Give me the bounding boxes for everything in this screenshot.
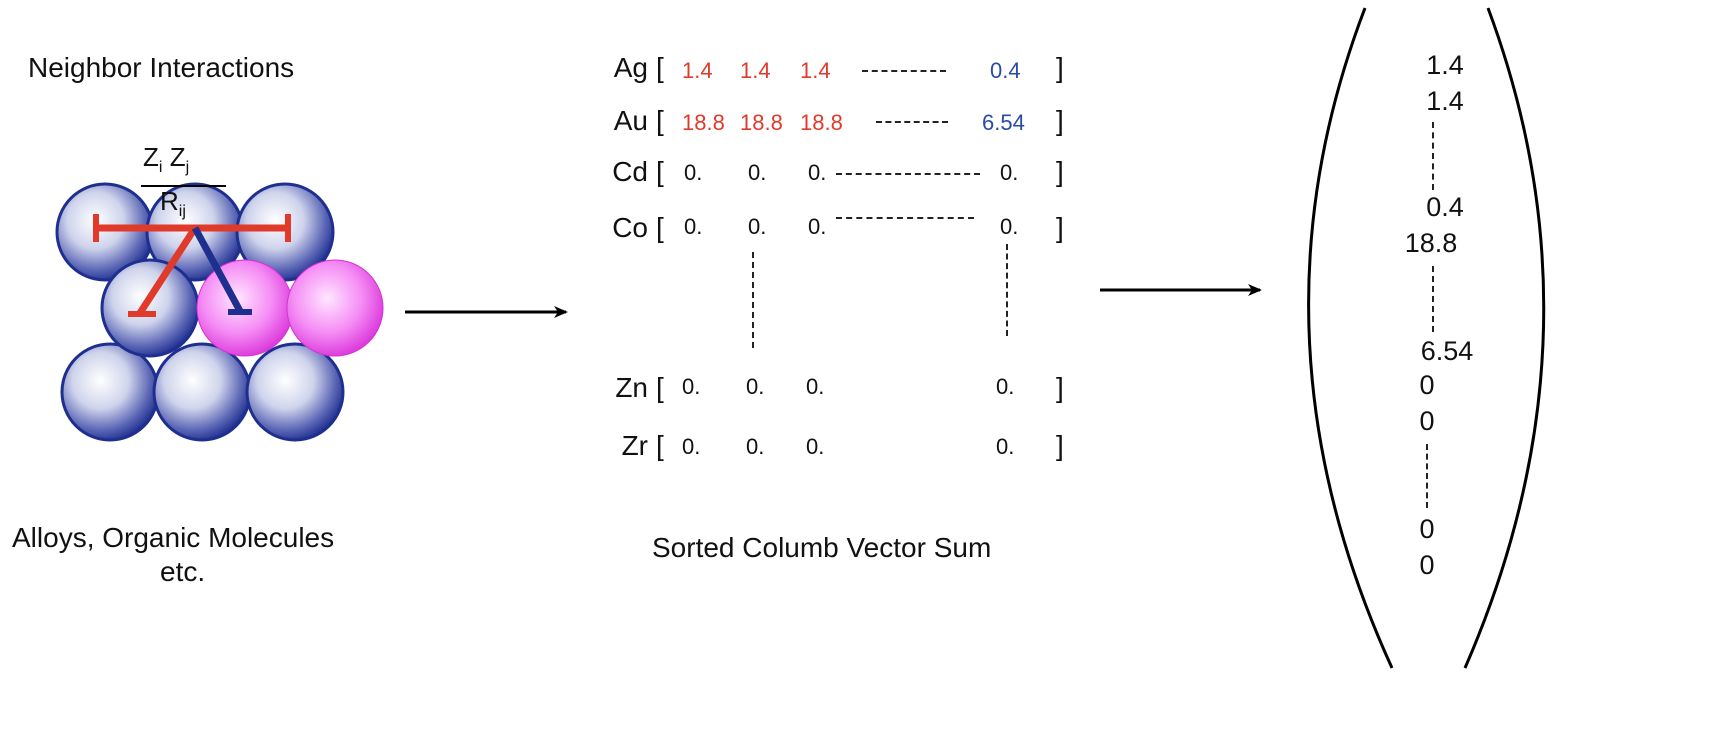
row-co-ellipsis: [836, 217, 974, 219]
element-label-au: Au: [613, 105, 648, 136]
cell-co-last: 0.: [1000, 214, 1019, 239]
element-label-cd: Cd: [612, 156, 648, 187]
cell-ag-1: 1.4: [682, 58, 713, 83]
vector-value-2: 1.4: [1426, 86, 1464, 116]
neighbor-interactions-title: Neighbor Interactions: [28, 52, 295, 83]
cell-zn-2: 0.: [746, 374, 765, 399]
cell-co-3: 0.: [808, 214, 827, 239]
element-label-zn: Zn: [615, 372, 648, 403]
cell-co-1: 0.: [684, 214, 703, 239]
row-au-open-bracket: [: [656, 105, 664, 136]
atom-middle-pink-1: [196, 259, 294, 357]
column-2-vertical-ellipsis: [752, 252, 754, 348]
row-zr-open-bracket: [: [656, 430, 664, 461]
interaction-line-diagonal-blue: [191, 226, 244, 313]
row-cd-open-bracket: [: [656, 156, 664, 187]
vector-value-6: 0: [1419, 370, 1435, 400]
row-zn-close-bracket: ]: [1056, 372, 1064, 403]
vector-value-5: 6.54: [1420, 336, 1474, 366]
vector-ellipsis-3: [1426, 444, 1428, 508]
vector-value-1: 1.4: [1426, 50, 1464, 80]
vector-ellipsis-1: [1432, 122, 1434, 190]
vector-value-7: 0: [1419, 406, 1435, 436]
row-zr-close-bracket: ]: [1056, 430, 1064, 461]
cell-zr-last: 0.: [996, 434, 1015, 459]
cell-cd-2: 0.: [748, 160, 767, 185]
cell-zn-last: 0.: [996, 374, 1015, 399]
alloys-caption-line1: Alloys, Organic Molecules: [12, 522, 335, 553]
row-au-ellipsis: [876, 121, 948, 123]
vector-value-8: 0: [1419, 514, 1435, 544]
vector-right-paren: [1463, 7, 1546, 669]
atom-bottom-3: [245, 342, 345, 442]
cell-cd-last: 0.: [1000, 160, 1019, 185]
row-cd-close-bracket: ]: [1056, 156, 1064, 187]
atom-bottom-1: [60, 342, 160, 442]
cell-co-2: 0.: [748, 214, 767, 239]
vector-left-paren: [1307, 7, 1394, 669]
cell-zn-3: 0.: [806, 374, 825, 399]
cell-zr-2: 0.: [746, 434, 765, 459]
cell-zr-1: 0.: [682, 434, 701, 459]
cell-cd-1: 0.: [684, 160, 703, 185]
cell-ag-3: 1.4: [800, 58, 831, 83]
row-cd-ellipsis: [836, 173, 980, 175]
cell-au-3: 18.8: [800, 110, 843, 135]
row-ag-ellipsis: [862, 70, 946, 72]
vector-value-9: 0: [1419, 550, 1435, 580]
formula-denominator: Rij: [160, 186, 186, 221]
vector-value-3: 0.4: [1426, 192, 1464, 222]
row-zn-open-bracket: [: [656, 372, 664, 403]
cell-zn-1: 0.: [682, 374, 701, 399]
atom-middle-blue: [100, 258, 200, 358]
formula-numerator: Zi Zj: [143, 142, 190, 177]
cell-ag-last: 0.4: [990, 58, 1021, 83]
interaction-line-diagonal-red: [137, 226, 198, 315]
cell-zr-3: 0.: [806, 434, 825, 459]
cell-ag-2: 1.4: [740, 58, 771, 83]
element-label-ag: Ag: [613, 52, 648, 83]
cell-au-last: 6.54: [982, 110, 1025, 135]
row-co-open-bracket: [: [656, 212, 664, 243]
matrix-caption: Sorted Columb Vector Sum: [652, 532, 992, 563]
atom-bottom-2: [152, 342, 252, 442]
cell-cd-3: 0.: [808, 160, 827, 185]
cell-au-1: 18.8: [682, 110, 725, 135]
atom-middle-pink-2: [286, 259, 384, 357]
row-ag-open-bracket: [: [656, 52, 664, 83]
row-co-close-bracket: ]: [1056, 212, 1064, 243]
row-au-close-bracket: ]: [1056, 105, 1064, 136]
alloys-caption-line2: etc.: [160, 556, 206, 587]
cell-au-2: 18.8: [740, 110, 783, 135]
row-ag-close-bracket: ]: [1056, 52, 1064, 83]
element-label-zr: Zr: [621, 430, 648, 461]
last-column-vertical-ellipsis: [1006, 244, 1008, 336]
vector-value-4: 18.8: [1404, 228, 1458, 258]
element-label-co: Co: [612, 212, 648, 243]
vector-ellipsis-2: [1432, 266, 1434, 332]
